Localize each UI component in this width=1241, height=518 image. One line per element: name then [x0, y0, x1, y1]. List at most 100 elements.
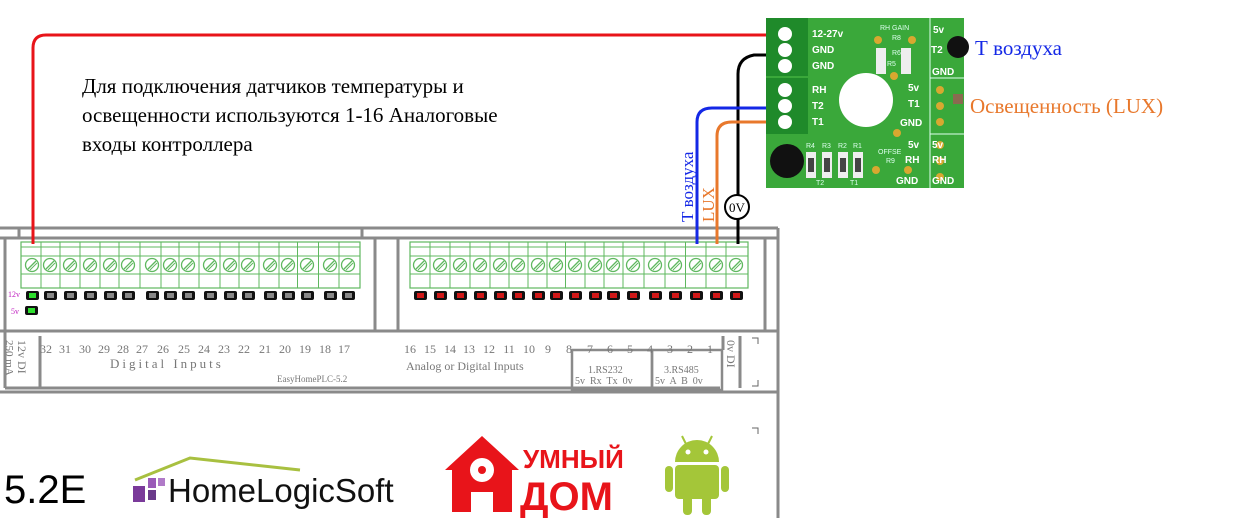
- silk-offse: OFFSE: [878, 149, 902, 156]
- description: Для подключения датчиков температуры и о…: [82, 74, 498, 156]
- wire-t-air-blue: [695, 106, 776, 244]
- terminal-screw[interactable]: [412, 257, 428, 273]
- terminal-screw[interactable]: [162, 257, 178, 273]
- pin-gnd-top: GND: [932, 67, 954, 78]
- terminal-screw[interactable]: [432, 257, 448, 273]
- board-pin-gnd1: GND: [812, 45, 834, 56]
- t-air-vertical-label: Т воздуха: [678, 151, 697, 222]
- status-led: [242, 291, 255, 300]
- terminal-screw[interactable]: [605, 257, 621, 273]
- silk-t1: T1: [850, 180, 858, 187]
- terminal-screw[interactable]: [280, 257, 296, 273]
- silk-t2: T2: [816, 180, 824, 187]
- terminal-screw[interactable]: [222, 257, 238, 273]
- status-led: [494, 291, 507, 300]
- terminal-screw[interactable]: [322, 257, 338, 273]
- terminal-screw[interactable]: [452, 257, 468, 273]
- terminal-screw[interactable]: [625, 257, 641, 273]
- terminal-screw[interactable]: [262, 257, 278, 273]
- terminal-screw[interactable]: [548, 257, 564, 273]
- terminal-screw[interactable]: [240, 257, 256, 273]
- terminal-screw[interactable]: [42, 257, 58, 273]
- rs485-pins: 5v A B 0v: [655, 376, 703, 387]
- terminal-screw[interactable]: [82, 257, 98, 273]
- silk-r8: R8: [892, 35, 901, 42]
- terminal-screw[interactable]: [647, 257, 663, 273]
- input-number: 28: [117, 342, 129, 356]
- corner-marks: [752, 337, 759, 434]
- terminal-screw[interactable]: [62, 257, 78, 273]
- status-led: [324, 291, 337, 300]
- terminal-screw[interactable]: [102, 257, 118, 273]
- logo-umniy: УМНЫЙ: [523, 444, 624, 474]
- input-number: 16: [404, 342, 416, 356]
- status-led: [301, 291, 314, 300]
- status-led: [690, 291, 703, 300]
- terminal-screw[interactable]: [728, 257, 744, 273]
- terminal-screw[interactable]: [587, 257, 603, 273]
- status-led: [454, 291, 467, 300]
- pin-5v-bottom: 5v: [932, 140, 944, 151]
- terminal-screw[interactable]: [24, 257, 40, 273]
- rs232-pins: 5v Rx Tx 0v: [575, 376, 633, 387]
- status-led: [589, 291, 602, 300]
- input-number: 27: [136, 342, 148, 356]
- input-number: 6: [607, 342, 613, 356]
- terminal-screw[interactable]: [510, 257, 526, 273]
- status-led: [627, 291, 640, 300]
- t-air-label: Т воздуха: [975, 36, 1063, 60]
- homelogicsoft-logo: HomeLogicSoft: [133, 456, 394, 509]
- terminal-screw[interactable]: [667, 257, 683, 273]
- board-pin-12v: 12-27v: [812, 29, 844, 40]
- digital-terminal-block: [20, 241, 361, 300]
- terminal-screw[interactable]: [530, 257, 546, 273]
- input-number: 10: [523, 342, 535, 356]
- pin-rh-bottom: RH: [932, 155, 946, 166]
- pin-rh-mid-bottom: RH: [905, 155, 919, 166]
- terminal-screw[interactable]: [708, 257, 724, 273]
- input-number: 15: [424, 342, 436, 356]
- input-number: 26: [157, 342, 169, 356]
- status-led: [649, 291, 662, 300]
- pin-5v-mid: 5v: [908, 83, 920, 94]
- version-label: 5.2E: [4, 468, 86, 512]
- status-led: [146, 291, 159, 300]
- android-icon: [665, 435, 729, 515]
- brand-text: HomeLogicSoft: [168, 472, 394, 509]
- terminal-screw[interactable]: [180, 257, 196, 273]
- silk-r2: R2: [838, 143, 847, 150]
- temp-sensor-t1: [770, 144, 804, 178]
- rs232-title: 1.RS232: [588, 365, 623, 376]
- terminal-screw[interactable]: [492, 257, 508, 273]
- input-number: 12: [483, 342, 495, 356]
- input-number: 18: [319, 342, 331, 356]
- terminal-screw[interactable]: [202, 257, 218, 273]
- zero-v-label: 0V: [729, 200, 746, 215]
- wire-lux-orange: [715, 120, 776, 244]
- status-led: [342, 291, 355, 300]
- input-number: 4: [647, 342, 653, 356]
- terminal-screw[interactable]: [567, 257, 583, 273]
- lux-label: Освещенность (LUX): [970, 94, 1163, 118]
- light-sensor: [953, 94, 963, 104]
- input-number: 20: [279, 342, 291, 356]
- status-led: [730, 291, 743, 300]
- terminal-screw[interactable]: [340, 257, 356, 273]
- terminal-screw[interactable]: [472, 257, 488, 273]
- terminal-screw[interactable]: [120, 257, 136, 273]
- input-number: 17: [338, 342, 350, 356]
- input-number: 24: [198, 342, 210, 356]
- input-number: 1: [707, 342, 713, 356]
- status-led: [282, 291, 295, 300]
- analog-inputs-label: Analog or Digital Inputs: [406, 359, 524, 373]
- terminal-blocks: [20, 241, 749, 300]
- sensor-board: 12-27v GND GND RH T2 T1 RH GAIN R8 R6 R5…: [766, 18, 969, 188]
- status-led: [474, 291, 487, 300]
- terminal-screw[interactable]: [144, 257, 160, 273]
- zero-v-marker: [724, 194, 750, 220]
- terminal-screw[interactable]: [299, 257, 315, 273]
- terminal-screw[interactable]: [688, 257, 704, 273]
- input-number: 22: [238, 342, 250, 356]
- status-led: [669, 291, 682, 300]
